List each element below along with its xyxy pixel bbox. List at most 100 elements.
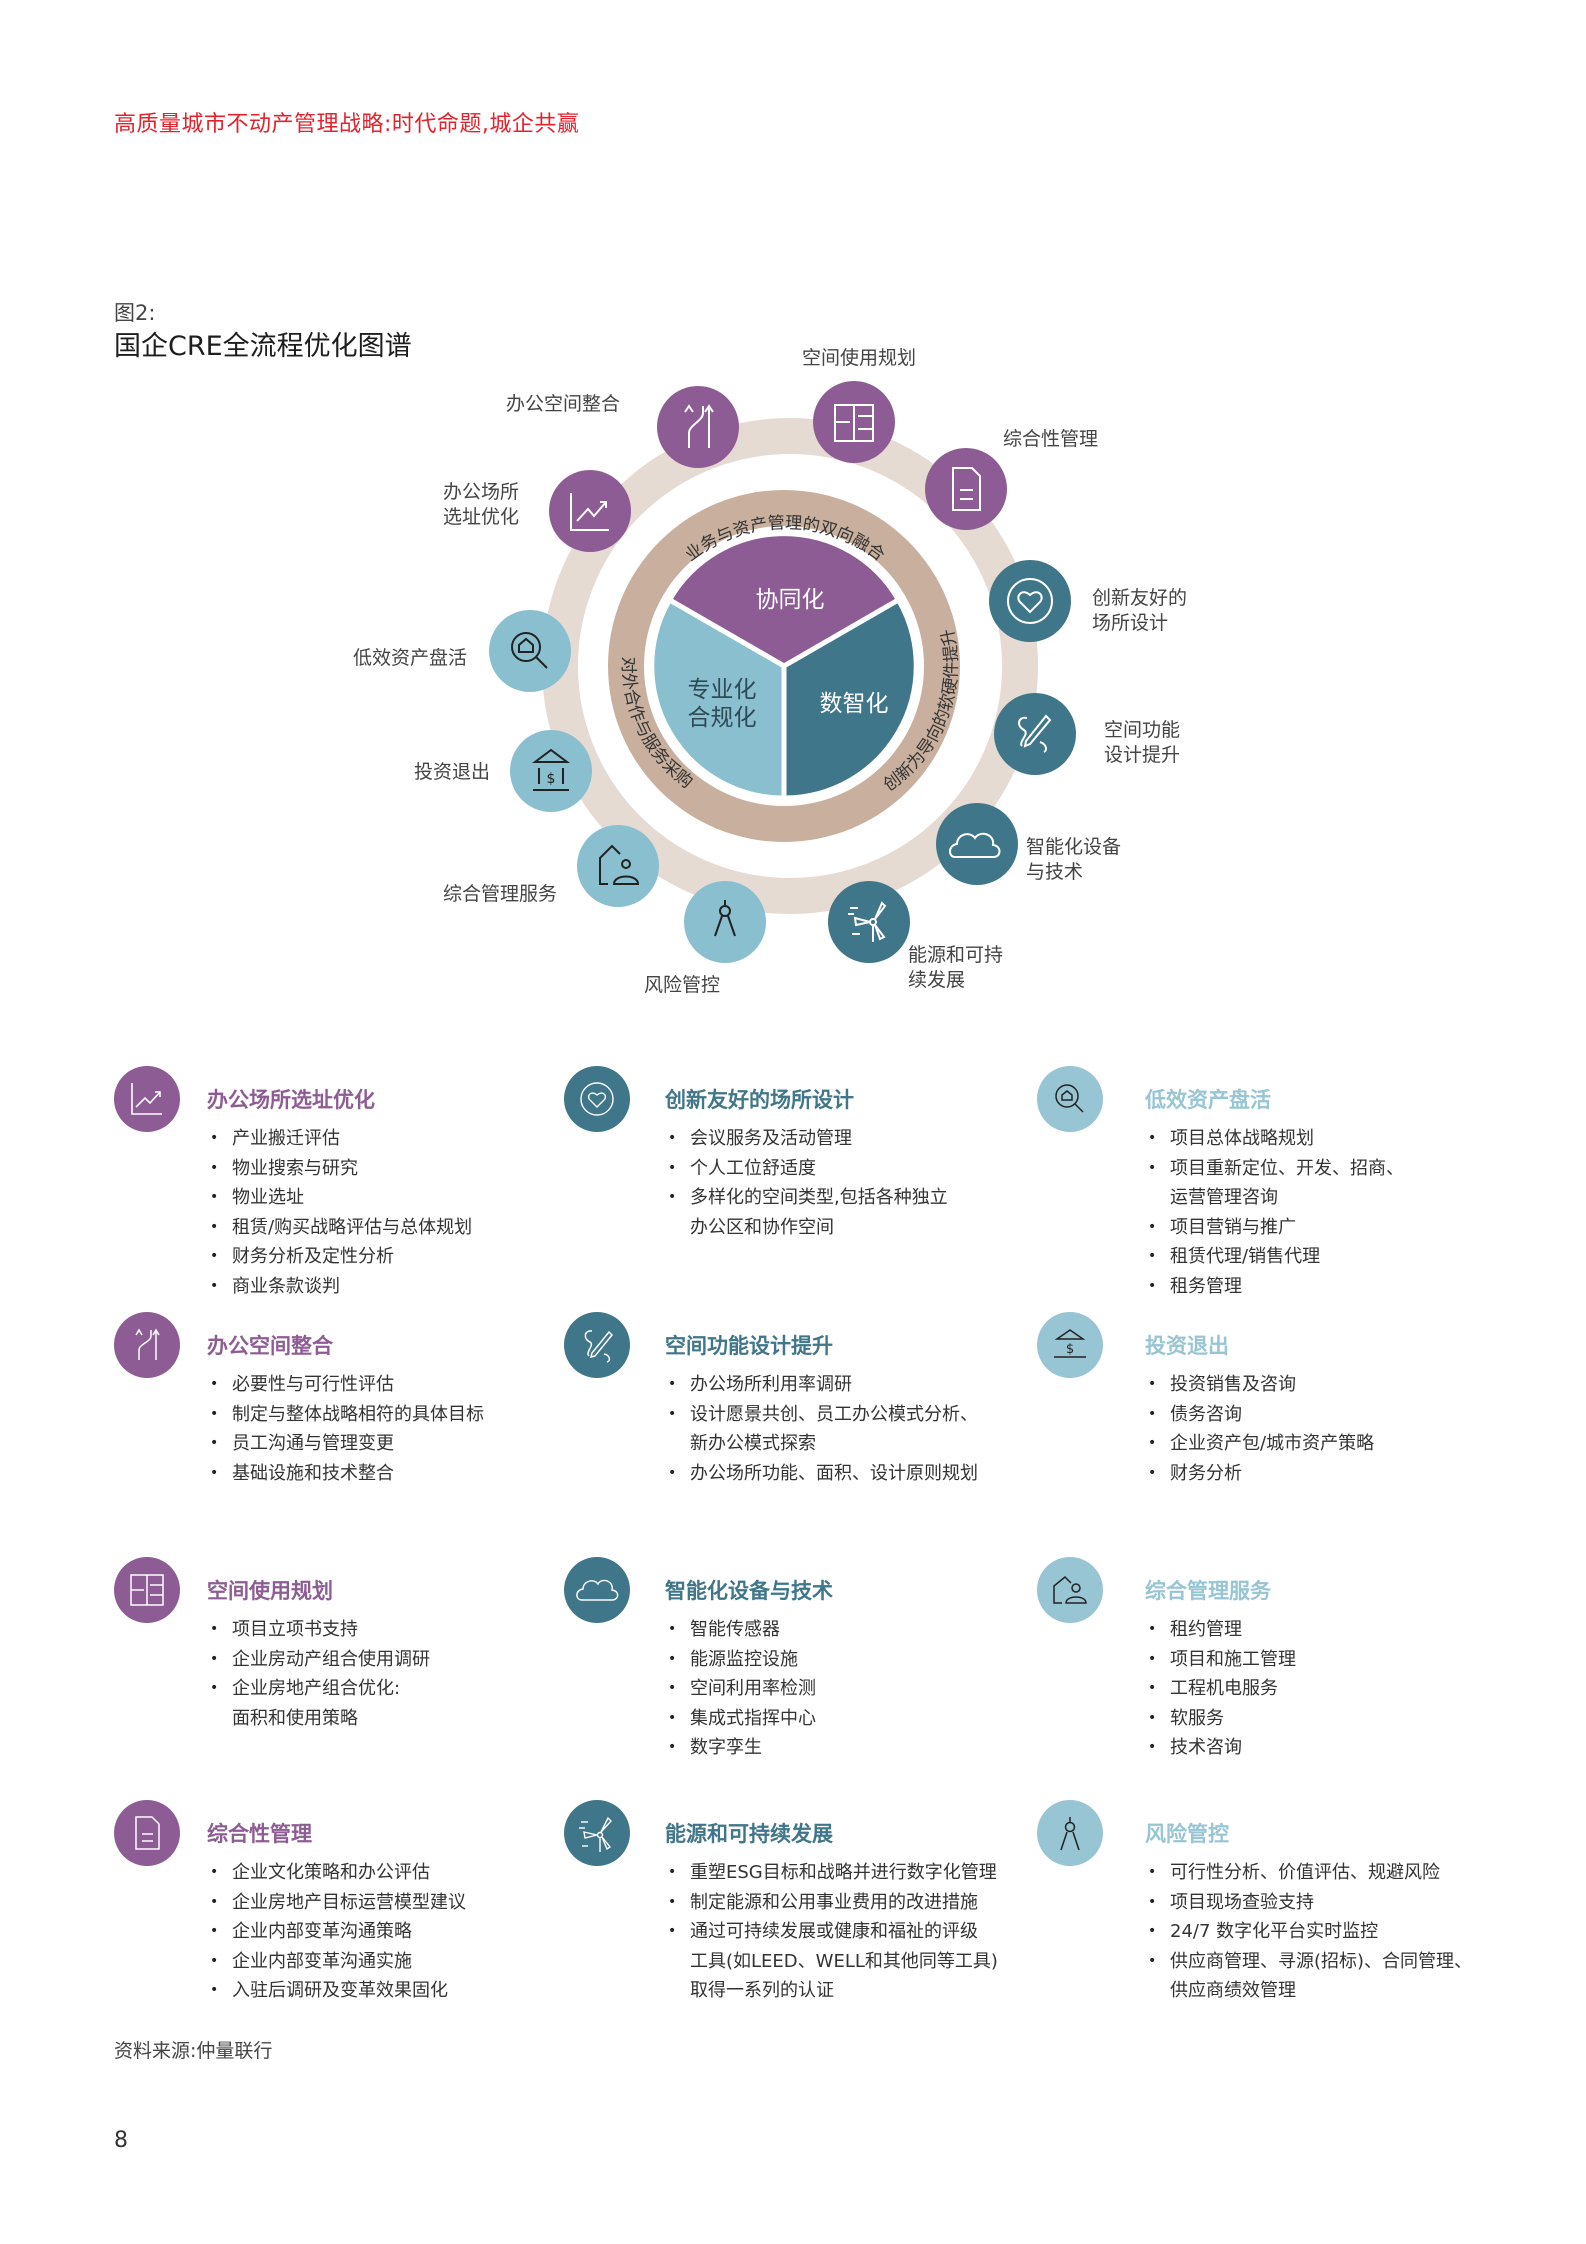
segment-label-professional-2: 合规化 [688, 705, 757, 731]
section-list: 可行性分析、价值评估、规避风险 项目现场查验支持 24/7 数字化平台实时监控 … [1148, 1858, 1472, 2006]
list-item: 企业房地产目标运营模型建议 [210, 1888, 466, 1918]
list-item: 办公场所利用率调研 [668, 1370, 978, 1400]
pencil-squiggle-icon [1018, 714, 1052, 753]
list-item: 项目立项书支持 [210, 1615, 430, 1645]
section-title: 综合性管理 [207, 1822, 312, 1846]
section-title: 智能化设备与技术 [665, 1579, 833, 1603]
ring-node-function-design [994, 693, 1076, 775]
list-item: 软服务 [1148, 1704, 1296, 1734]
chart-trend-icon [114, 1066, 180, 1132]
section-list: 办公场所利用率调研 设计愿景共创、员工办公模式分析、 新办公模式探索 办公场所功… [668, 1370, 978, 1488]
list-item: 租约管理 [1148, 1615, 1296, 1645]
cre-process-diagram: 协同化 数智化 专业化 合规化 业务与资产管理的双向融合 创新为导向的软硬件提升… [489, 381, 1076, 963]
ring-label-office-relocation: 办公场所 选址优化 [443, 481, 520, 528]
section-title: 办公空间整合 [207, 1334, 333, 1358]
floor-plan-icon [114, 1557, 180, 1623]
list-item: 产业搬迁评估 [210, 1124, 472, 1154]
list-item: 财务分析 [1148, 1459, 1374, 1489]
list-item: 制定能源和公用事业费用的改进措施 [668, 1888, 998, 1918]
document-icon [114, 1800, 180, 1866]
wind-turbine-icon [848, 901, 887, 942]
figure-title: 国企CRE全流程优化图谱 [114, 331, 412, 362]
section-title: 能源和可持续发展 [665, 1822, 833, 1846]
ring-node-workplace-design [989, 560, 1071, 642]
document-icon [952, 467, 981, 511]
pencil-squiggle-icon [564, 1312, 630, 1378]
section-title: 低效资产盘活 [1145, 1088, 1271, 1112]
ring-node-smart-tech [936, 803, 1018, 885]
list-item: 制定与整体战略相符的具体目标 [210, 1400, 484, 1430]
list-item: 项目营销与推广 [1148, 1213, 1404, 1243]
list-item: 重塑ESG目标和战略并进行数字化管理 [668, 1858, 998, 1888]
list-item: 办公场所功能、面积、设计原则规划 [668, 1459, 978, 1489]
segment-professional [649, 596, 787, 801]
heart-icon [564, 1066, 630, 1132]
list-item: 设计愿景共创、员工办公模式分析、 新办公模式探索 [668, 1400, 978, 1459]
list-item: 企业文化策略和办公评估 [210, 1858, 466, 1888]
core-pie [649, 531, 919, 801]
compass-icon [714, 900, 736, 937]
list-item: 可行性分析、价值评估、规避风险 [1148, 1858, 1472, 1888]
list-item: 个人工位舒适度 [668, 1154, 948, 1184]
section-list: 智能传感器 能源监控设施 空间利用率检测 集成式指挥中心 数字孪生 [668, 1615, 816, 1763]
list-item: 技术咨询 [1148, 1733, 1296, 1763]
ring-node-integrated-management [925, 448, 1007, 530]
list-item: 工程机电服务 [1148, 1674, 1296, 1704]
merge-arrows-icon [684, 404, 714, 448]
list-item: 智能传感器 [668, 1615, 816, 1645]
house-person-icon [1037, 1557, 1103, 1623]
section-list: 重塑ESG目标和战略并进行数字化管理 制定能源和公用事业费用的改进措施 通过可持… [668, 1858, 998, 2006]
section-title: 风险管控 [1145, 1822, 1229, 1846]
ring-node-energy [828, 881, 910, 963]
heart-icon [1007, 578, 1053, 624]
segment-digital [781, 596, 919, 801]
page-number: 8 [114, 2128, 128, 2153]
list-item: 租赁/购买战略评估与总体规划 [210, 1213, 472, 1243]
list-item: 财务分析及定性分析 [210, 1242, 472, 1272]
section-list: 项目立项书支持 企业房动产组合使用调研 企业房地产组合优化: 面积和使用策略 [210, 1615, 430, 1733]
list-item: 集成式指挥中心 [668, 1704, 816, 1734]
search-house-icon [511, 632, 548, 669]
section-list: 产业搬迁评估 物业搜索与研究 物业选址 租赁/购买战略评估与总体规划 财务分析及… [210, 1124, 472, 1301]
list-item: 企业资产包/城市资产策略 [1148, 1429, 1374, 1459]
svg-text:$: $ [1066, 1342, 1074, 1357]
section-title: 空间使用规划 [207, 1579, 333, 1603]
list-item: 入驻后调研及变革效果固化 [210, 1976, 466, 2006]
list-item: 债务咨询 [1148, 1400, 1374, 1430]
ring-label-smart-tech: 智能化设备 与技术 [1026, 836, 1122, 883]
segment-label-professional-1: 专业化 [688, 677, 757, 703]
ring-node-facility-services [577, 825, 659, 907]
list-item: 项目重新定位、开发、招商、 运营管理咨询 [1148, 1154, 1404, 1213]
section-title: 综合管理服务 [1145, 1579, 1271, 1603]
list-item: 企业内部变革沟通策略 [210, 1917, 466, 1947]
list-item: 数字孪生 [668, 1733, 816, 1763]
list-item: 物业搜索与研究 [210, 1154, 472, 1184]
svg-text:$: $ [547, 771, 556, 787]
ring-node-space-consolidation [657, 386, 739, 468]
list-item: 企业房动产组合使用调研 [210, 1645, 430, 1675]
ring-label-asset-revival: 低效资产盘活 [353, 647, 468, 669]
cloud-icon [949, 832, 1001, 858]
section-title: 创新友好的场所设计 [665, 1088, 854, 1112]
ring-label-workplace-design: 创新友好的 场所设计 [1092, 587, 1188, 634]
list-item: 项目和施工管理 [1148, 1645, 1296, 1675]
floor-plan-icon [834, 404, 874, 442]
list-item: 24/7 数字化平台实时监控 [1148, 1917, 1472, 1947]
list-item: 通过可持续发展或健康和福祉的评级 工具(如LEED、WELL和其他同等工具) 取… [668, 1917, 998, 2006]
list-item: 必要性与可行性评估 [210, 1370, 484, 1400]
bank-dollar-icon [532, 748, 570, 791]
ring-node-risk [684, 881, 766, 963]
running-title: 高质量城市不动产管理战略:时代命题,城企共赢 [114, 112, 580, 137]
section-list: 会议服务及活动管理 个人工位舒适度 多样化的空间类型,包括各种独立 办公区和协作… [668, 1124, 948, 1242]
list-item: 员工沟通与管理变更 [210, 1429, 484, 1459]
list-item: 商业条款谈判 [210, 1272, 472, 1302]
section-list: 项目总体战略规划 项目重新定位、开发、招商、 运营管理咨询 项目营销与推广 租赁… [1148, 1124, 1404, 1301]
list-item: 物业选址 [210, 1183, 472, 1213]
ring-label-exit: 投资退出 [414, 761, 491, 783]
ring-node-asset-revival [489, 610, 571, 692]
chart-trend-icon [570, 493, 609, 531]
list-item: 基础设施和技术整合 [210, 1459, 484, 1489]
list-item: 多样化的空间类型,包括各种独立 办公区和协作空间 [668, 1183, 948, 1242]
segment-label-digital: 数智化 [820, 691, 889, 717]
list-item: 空间利用率检测 [668, 1674, 816, 1704]
